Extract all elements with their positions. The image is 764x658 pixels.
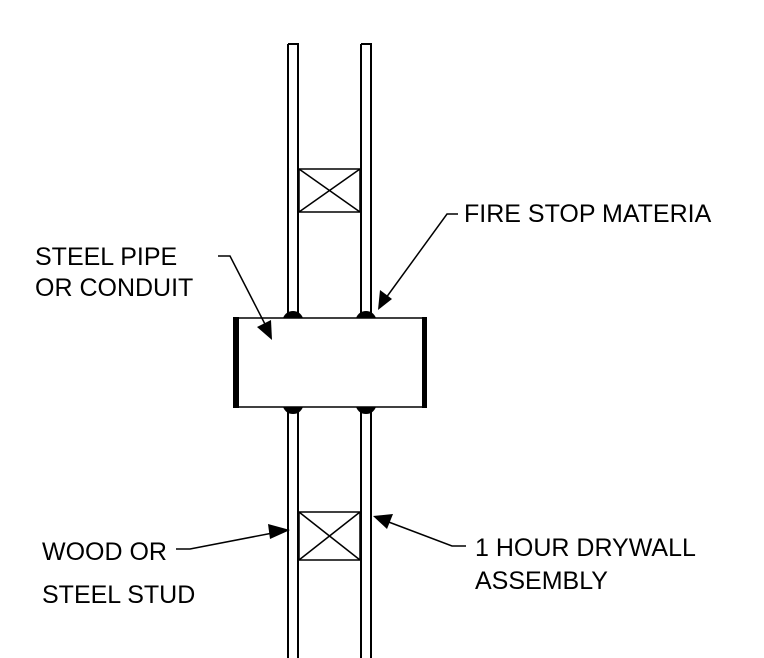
arrowhead-steel-pipe [257, 320, 272, 340]
arrowhead-wood-stud [268, 524, 290, 539]
right-board-lower [360, 409, 372, 658]
leader-fire-stop [382, 213, 458, 303]
label-drywall-line2: ASSEMBLY [475, 567, 608, 595]
right-board-upper [360, 43, 372, 317]
stud-lower [298, 511, 361, 561]
sealant-bead-top-right [356, 311, 376, 318]
label-drywall-line1: 1 HOUR DRYWALL [475, 534, 696, 562]
stud-upper [298, 168, 361, 213]
sealant-bead-bottom-right [356, 407, 376, 414]
arrowhead-drywall [373, 514, 393, 529]
label-steel-pipe-line2: OR CONDUIT [35, 274, 193, 302]
label-wood-stud-line2: STEEL STUD [42, 581, 195, 609]
left-board-lower [287, 409, 299, 658]
leader-wood-stud [176, 531, 279, 550]
pipe-right-end [422, 317, 427, 408]
label-steel-pipe-line1: STEEL PIPE [35, 243, 177, 271]
label-wood-stud-line1: WOOD OR [42, 538, 167, 566]
leader-steel-pipe [218, 255, 269, 331]
steel-pipe [233, 317, 427, 408]
left-board-upper [287, 43, 299, 317]
arrowhead-fire-stop [378, 290, 392, 310]
sealant-bead-bottom-left [283, 407, 303, 414]
fire-stop-sealant [283, 311, 376, 414]
pipe-left-end [233, 317, 239, 408]
sealant-bead-top-left [283, 311, 303, 318]
label-fire-stop-material: FIRE STOP MATERIA [464, 200, 712, 228]
leader-drywall [385, 520, 466, 547]
